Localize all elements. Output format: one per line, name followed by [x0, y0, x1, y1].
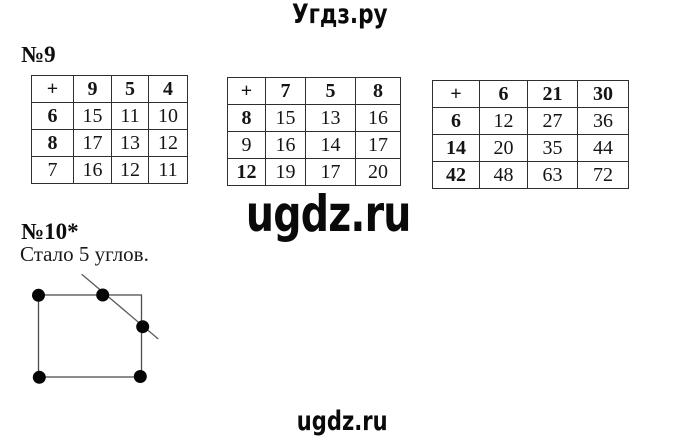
row-header-cell: 42 [432, 161, 480, 189]
watermark-large: ugdz.ru [245, 185, 412, 243]
table-row: 8 17 13 12 [31, 129, 188, 157]
sum-cell: 44 [577, 134, 629, 162]
col-header-cell: 8 [355, 77, 401, 105]
vertex-dot [133, 370, 147, 383]
vertex-dot [32, 370, 46, 384]
vertex-dot [136, 320, 150, 334]
vertex-dot [96, 288, 110, 302]
col-header-cell: 7 [265, 77, 306, 105]
sum-cell: 17 [305, 158, 356, 186]
sum-cell: 16 [355, 104, 401, 132]
row-header-cell: 6 [432, 107, 480, 135]
task-10-answer: Стало 5 углов. [20, 242, 149, 266]
sum-cell: 15 [73, 102, 112, 130]
sum-cell: 11 [111, 102, 149, 130]
row-header-cell: 12 [227, 158, 266, 186]
vertex-dot [32, 288, 45, 302]
addition-table-2: + 7 5 8 8 15 13 16 9 16 14 17 12 19 17 2… [227, 77, 401, 186]
sum-cell: 11 [148, 156, 188, 184]
watermark-large-row: ugdz.ru [0, 189, 668, 239]
row-header-cell: 6 [31, 102, 74, 130]
sum-cell: 12 [148, 129, 188, 157]
sum-cell: 20 [479, 134, 528, 162]
task-9-label: №9 [21, 42, 56, 67]
table-row: + 7 5 8 [227, 77, 401, 105]
table-row: 7 16 12 11 [31, 156, 188, 184]
table-row: 42 48 63 72 [432, 161, 629, 189]
addition-table-1: + 9 5 4 6 15 11 10 8 17 13 12 7 16 12 11 [31, 75, 188, 184]
table-row: + 9 5 4 [31, 75, 188, 103]
site-header-watermark: Угдз.ру [292, 0, 388, 30]
watermark-bottom-row: ugdz.ru [2, 408, 680, 435]
table-row: 12 19 17 20 [227, 158, 401, 186]
sum-cell: 12 [479, 107, 528, 135]
plus-operator-cell: + [432, 80, 480, 108]
col-header-cell: 6 [479, 80, 528, 108]
sum-cell: 13 [305, 104, 356, 132]
table-row: 8 15 13 16 [227, 104, 401, 132]
square-outline [37, 294, 143, 378]
corner-cut-square-figure [32, 273, 159, 384]
col-header-cell: 9 [73, 75, 112, 103]
sum-cell: 13 [111, 129, 149, 157]
sum-cell: 27 [527, 107, 578, 135]
sum-cell: 72 [577, 161, 629, 189]
task-10-label: №10* [21, 219, 79, 244]
col-header-cell: 4 [148, 75, 188, 103]
sum-cell: 36 [577, 107, 629, 135]
col-header-cell: 30 [577, 80, 629, 108]
plus-operator-cell: + [31, 75, 74, 103]
table-row: + 6 21 30 [432, 80, 629, 108]
sum-cell: 12 [111, 156, 149, 184]
sum-cell: 10 [148, 102, 188, 130]
row-header-cell: 14 [432, 134, 480, 162]
sum-cell: 14 [305, 131, 356, 159]
addition-table-3: + 6 21 30 6 12 27 36 14 20 35 44 42 48 6… [432, 80, 629, 189]
site-header-watermark-row: Угдз.ру [0, 1, 680, 28]
sum-cell: 15 [265, 104, 306, 132]
row-header-cell: 8 [31, 129, 74, 157]
sum-cell: 17 [73, 129, 112, 157]
plus-operator-cell: + [227, 77, 266, 105]
sum-cell: 16 [265, 131, 306, 159]
row-header-cell: 7 [31, 156, 74, 184]
col-header-cell: 5 [305, 77, 356, 105]
sum-cell: 63 [527, 161, 578, 189]
table-row: 6 12 27 36 [432, 107, 629, 135]
table-row: 14 20 35 44 [432, 134, 629, 162]
row-header-cell: 8 [227, 104, 266, 132]
table-row: 9 16 14 17 [227, 131, 401, 159]
col-header-cell: 21 [527, 80, 578, 108]
row-header-cell: 9 [227, 131, 266, 159]
sum-cell: 48 [479, 161, 528, 189]
sum-cell: 19 [265, 158, 306, 186]
sum-cell: 16 [73, 156, 112, 184]
sum-cell: 20 [355, 158, 401, 186]
sum-cell: 35 [527, 134, 578, 162]
col-header-cell: 5 [111, 75, 149, 103]
table-row: 6 15 11 10 [31, 102, 188, 130]
sum-cell: 17 [355, 131, 401, 159]
watermark-bottom: ugdz.ru [296, 406, 388, 437]
